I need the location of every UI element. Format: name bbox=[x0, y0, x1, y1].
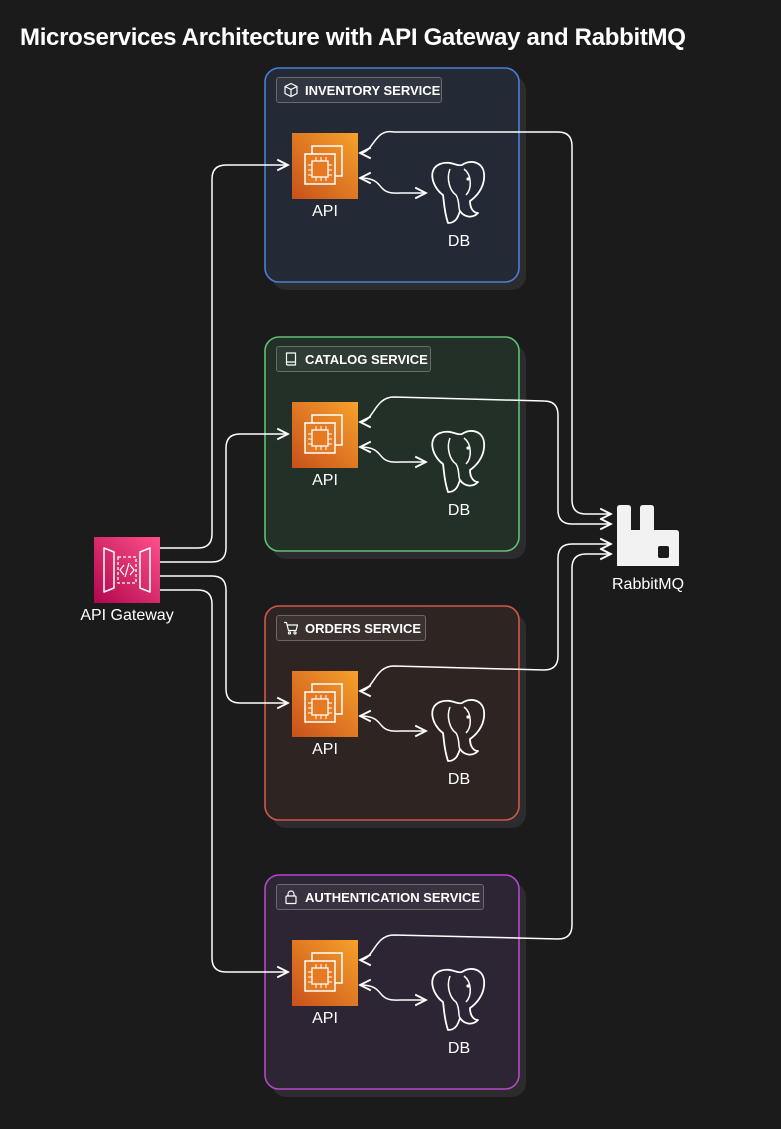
api-gateway-icon[interactable] bbox=[94, 537, 160, 603]
api-db-edge bbox=[360, 985, 426, 1000]
db-label: DB bbox=[447, 771, 471, 788]
book-icon bbox=[285, 352, 297, 366]
db-label: DB bbox=[447, 233, 471, 250]
service-name: CATALOG SERVICE bbox=[305, 351, 428, 367]
api-compute-icon[interactable] bbox=[292, 133, 358, 199]
api-compute-icon[interactable] bbox=[292, 671, 358, 737]
service-title: CATALOG SERVICE bbox=[276, 346, 431, 372]
api-compute-icon[interactable] bbox=[292, 402, 358, 468]
service-title: ORDERS SERVICE bbox=[276, 615, 426, 641]
service-title: INVENTORY SERVICE bbox=[276, 77, 442, 103]
rabbitmq-icon[interactable] bbox=[617, 505, 679, 566]
db-label: DB bbox=[447, 1040, 471, 1057]
page-title: Microservices Architecture with API Gate… bbox=[20, 24, 686, 51]
gateway-api-edge bbox=[160, 434, 288, 563]
service-name: INVENTORY SERVICE bbox=[305, 82, 441, 98]
api-compute-icon[interactable] bbox=[292, 940, 358, 1006]
service-name: ORDERS SERVICE bbox=[305, 620, 422, 636]
postgresql-db-icon[interactable] bbox=[431, 968, 485, 1031]
db-label: DB bbox=[447, 502, 471, 519]
gateway-api-edge bbox=[160, 165, 288, 549]
api-broker-edge bbox=[360, 554, 611, 960]
api-label: API bbox=[312, 1010, 338, 1027]
api-gateway-label: API Gateway bbox=[80, 607, 174, 624]
api-broker-edge bbox=[360, 396, 611, 524]
postgresql-db-icon[interactable] bbox=[431, 430, 485, 493]
gateway-api-edge bbox=[160, 589, 288, 972]
api-label: API bbox=[312, 203, 338, 220]
api-label: API bbox=[312, 472, 338, 489]
gateway-api-edge bbox=[160, 575, 288, 703]
rabbitmq-label: RabbitMQ bbox=[611, 576, 685, 593]
service-title: AUTHENTICATION SERVICE bbox=[276, 884, 484, 910]
postgresql-db-icon[interactable] bbox=[431, 161, 485, 224]
lock-icon bbox=[285, 890, 297, 905]
cart-icon bbox=[284, 621, 299, 635]
service-name: AUTHENTICATION SERVICE bbox=[305, 889, 481, 905]
api-label: API bbox=[312, 741, 338, 758]
cube-icon bbox=[284, 82, 298, 98]
postgresql-db-icon[interactable] bbox=[431, 699, 485, 762]
